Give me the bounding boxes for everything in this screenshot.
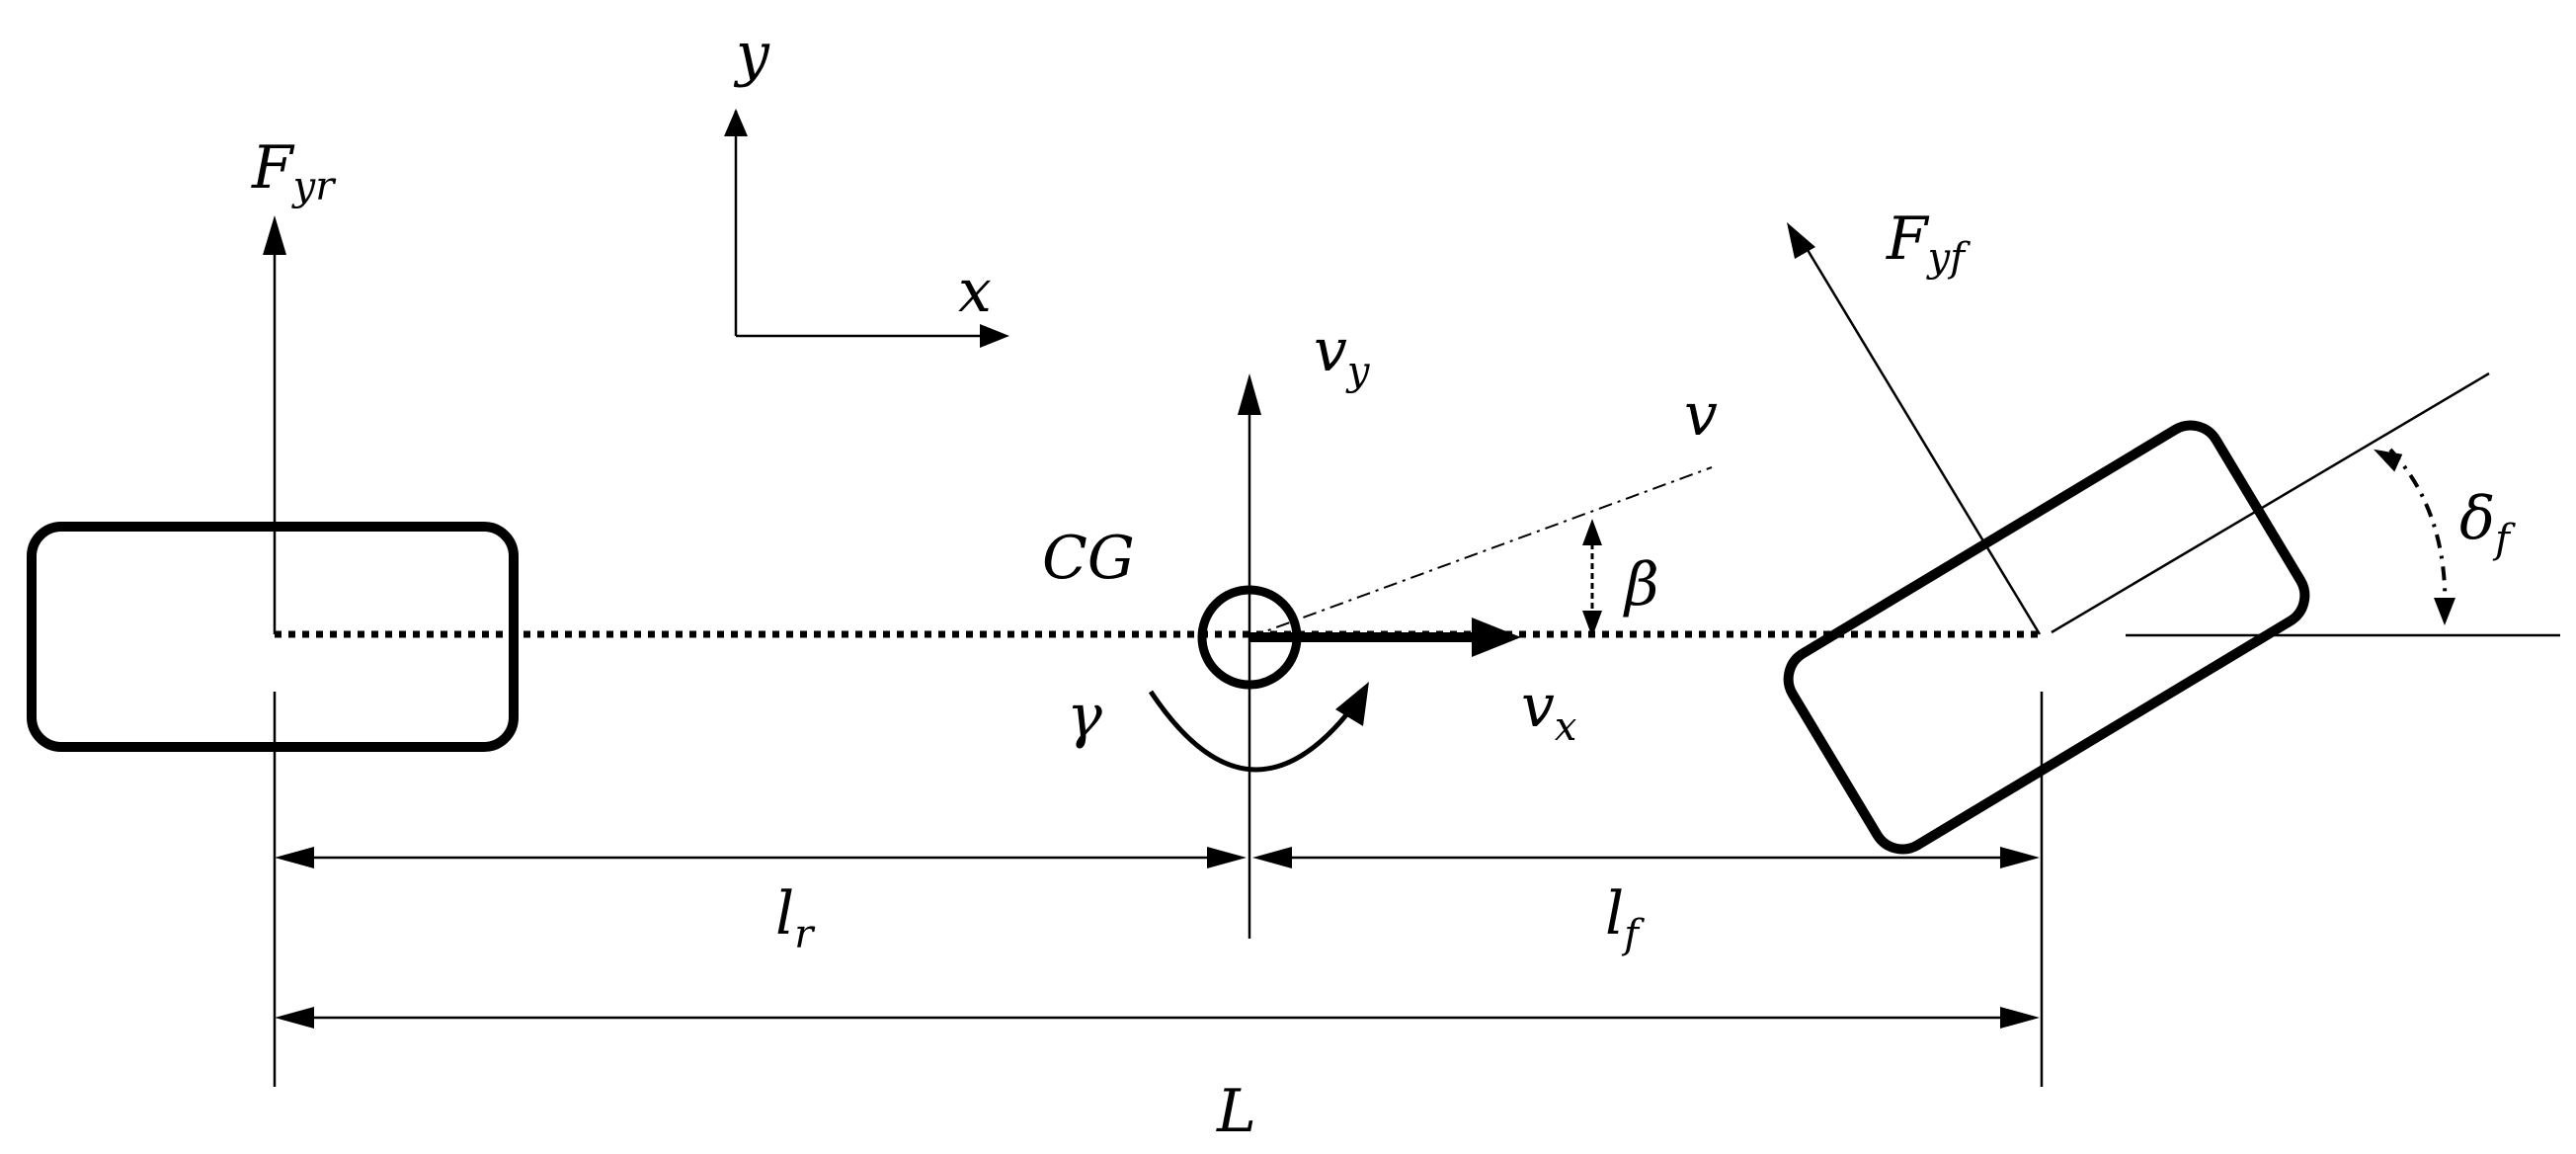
lr-label: lr [775,879,816,957]
wheelbase-label: L [1216,1077,1256,1146]
yaw-rate-arc [1148,690,1355,773]
v-label: v [1684,380,1718,450]
vx-label: vx [1521,672,1576,750]
delta-label: δf [2459,484,2516,562]
rear-wheel [27,522,519,752]
coordinate-frame [724,109,1009,348]
lf-label: lf [1605,879,1645,957]
beta-label: β [1623,550,1659,619]
v-vector [1248,466,1713,638]
front-wheel [1783,420,2310,855]
front-force-axis [1803,244,2042,635]
vy-label: vy [1314,316,1371,394]
steering-angle-arc [2388,448,2448,618]
cg-label: CG [1042,524,1135,593]
front-wheel-heading [2051,371,2490,634]
frame-y-label: y [733,20,770,89]
gamma-label: γ [1067,682,1102,751]
front-wheel-group [1783,420,2310,855]
front-force-label: Fyf [1886,205,1971,281]
rear-force-label: Fyr [251,133,337,209]
frame-x-label: x [958,257,992,326]
